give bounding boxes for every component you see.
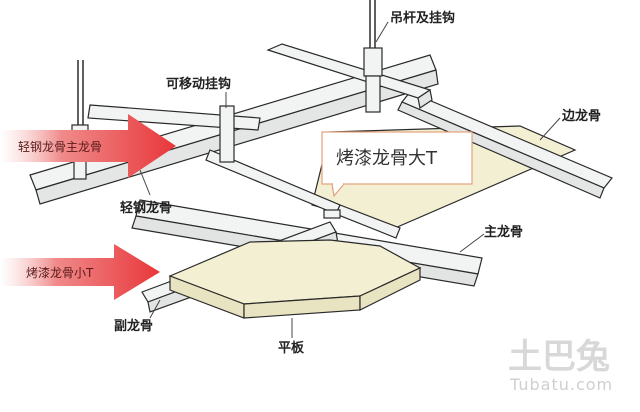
label-main-keel: 主龙骨	[484, 224, 523, 240]
label-light-steel-keel: 轻钢龙骨	[120, 200, 172, 216]
flat-panel	[168, 239, 422, 319]
watermark-site: Tubatu.com	[509, 375, 613, 394]
callout-box	[321, 131, 473, 198]
label-hanger-rod: 吊杆及挂钩	[390, 10, 455, 26]
rear-short-rail	[87, 104, 261, 131]
arrow-upper	[0, 114, 176, 178]
watermark-logo: 土巴兔	[508, 337, 610, 377]
hanger-rods	[77, 0, 376, 125]
label-flat-panel: 平板	[278, 340, 305, 356]
edge-keel-rail	[397, 91, 613, 199]
movable-hook-clip	[219, 105, 235, 163]
hanger-hook-right	[363, 47, 383, 113]
arrow-lower-text: 烤漆龙骨小T	[26, 265, 94, 280]
end-clip-main-keel	[323, 209, 341, 219]
arrow-upper-text: 轻钢龙骨主龙骨	[18, 140, 102, 154]
label-secondary-keel: 副龙骨	[114, 318, 153, 334]
leader-lines	[139, 21, 561, 338]
label-edge-keel: 边龙骨	[561, 108, 601, 124]
label-movable-hook: 可移动挂钩	[166, 76, 231, 92]
arrow-lower	[0, 244, 160, 300]
callout-text: 烤漆龙骨大T	[336, 148, 438, 169]
